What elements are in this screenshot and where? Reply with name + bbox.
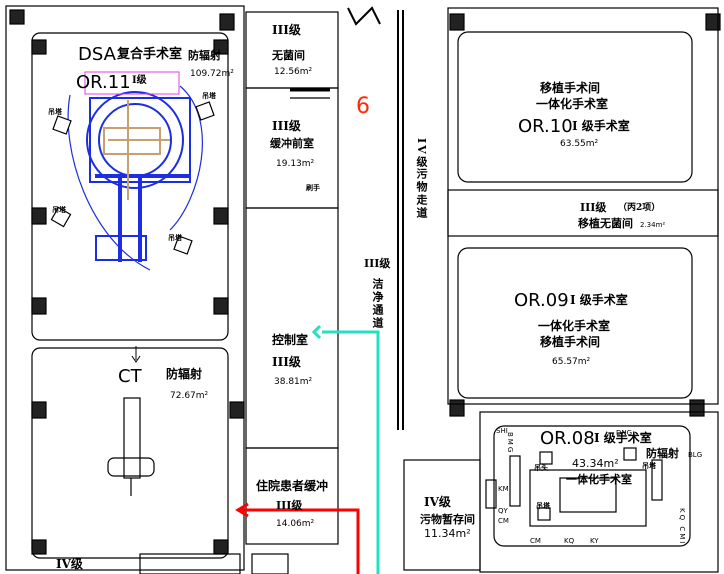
hoist-label: 吊塔	[642, 461, 656, 470]
transplant-grade: III级	[580, 201, 607, 214]
dsa-name: DSA	[78, 44, 116, 65]
buffer-grade: III级	[272, 119, 301, 133]
ct-shield: 防辐射	[166, 367, 203, 381]
clean-corridor-name: 洁净通道	[371, 278, 384, 330]
or08-code: OR.08	[540, 428, 595, 449]
clean-flow-arrow	[322, 330, 380, 574]
hoist-label: 吊塔	[168, 233, 182, 242]
dsa-equipment	[67, 85, 203, 271]
buffer-area: 19.13m²	[276, 159, 315, 169]
sterile-name: 无菌间	[272, 49, 305, 62]
or08-room-wall	[493, 425, 691, 547]
or08-grade: I 级手术室	[594, 431, 652, 445]
or10-code: OR.10	[518, 116, 573, 137]
equip-code: DNG	[616, 429, 633, 437]
buffer-name: 缓冲前室	[270, 137, 314, 150]
patient-buffer-grade: III级	[276, 499, 303, 512]
sterile-area: 12.56m²	[274, 67, 313, 77]
ct-area: 72.67m²	[170, 391, 209, 401]
or09-name: 一体化手术室	[538, 319, 611, 333]
equip-code: KQ	[564, 537, 575, 545]
clean-corridor-grade: III级	[364, 257, 391, 270]
waste-name: 污物暂存间	[420, 513, 475, 526]
or10-room-wall	[457, 31, 693, 183]
column	[31, 401, 47, 419]
equip-code: KY	[590, 537, 599, 545]
sterile-grade: III级	[272, 23, 301, 37]
dsa-room-wall	[31, 32, 229, 341]
zone-number: 6	[356, 94, 370, 119]
buffer-note: 刷手	[306, 183, 320, 192]
control-name: 控制室	[272, 333, 309, 347]
bottom-grade: IV级	[56, 557, 83, 571]
patient-buffer-wall	[245, 447, 339, 545]
dirty-corridor-grade: IV级	[415, 138, 428, 169]
control-room-wall	[245, 207, 339, 449]
column	[449, 13, 465, 31]
patient-flow-arrow	[240, 508, 360, 574]
hoist-label: 吊塔	[52, 205, 66, 214]
equip-code: CM	[498, 517, 509, 525]
dsa-grade: I级	[132, 75, 147, 86]
column	[449, 399, 465, 417]
equip-code: BMG	[506, 432, 514, 455]
patient-buffer-area: 14.06m²	[276, 519, 315, 529]
hoist-label: 吊塔	[48, 107, 62, 116]
column	[229, 401, 245, 419]
or09-room-wall	[457, 247, 693, 399]
transplant-note: （丙2项）	[618, 203, 661, 213]
ct-name: CT	[118, 366, 142, 387]
transplant-sterile-wall	[447, 189, 719, 237]
or08-area: 43.34m²	[572, 457, 619, 470]
control-area: 38.81m²	[274, 377, 313, 387]
hoist-label: 吊塔	[202, 91, 216, 100]
control-grade: III级	[272, 355, 301, 369]
dsa-code: OR.11	[76, 72, 131, 93]
or09-grade: I 级手术室	[570, 293, 628, 307]
hoist-label: 吊塔	[536, 501, 550, 510]
or10-name2: 一体化手术室	[536, 97, 609, 111]
ct-room-wall	[31, 347, 229, 559]
equip-code: QY	[498, 507, 508, 515]
column	[689, 399, 705, 417]
waste-room-wall	[403, 459, 481, 571]
equip-code: CM	[530, 537, 541, 545]
patient-buffer-name: 住院患者缓冲	[256, 479, 329, 493]
equip-code: SHI	[496, 427, 508, 435]
or09-name2: 移植手术间	[540, 335, 601, 349]
hoist-label: 吊头	[534, 463, 548, 472]
waste-area: 11.34m²	[424, 527, 471, 540]
column	[705, 13, 721, 31]
dsa-type: 复合手术室	[117, 47, 183, 62]
or08-shield: 防辐射	[646, 447, 679, 460]
or09-area: 65.57m²	[552, 357, 591, 367]
dsa-area: 109.72m²	[190, 69, 234, 79]
or10-grade: I 级手术室	[572, 119, 630, 133]
dsa-shield: 防辐射	[188, 49, 221, 62]
waste-grade: IV级	[424, 495, 451, 509]
transplant-area: 2.34m²	[640, 221, 666, 229]
left-block-outline	[5, 5, 245, 571]
equip-code: BLG	[688, 451, 703, 459]
or09-code: OR.09	[514, 290, 569, 311]
column	[219, 13, 235, 31]
or10-area: 63.55m²	[560, 139, 599, 149]
equip-code: KM	[498, 485, 509, 493]
ct-equipment	[107, 397, 155, 496]
transplant-name: 移植无菌间	[578, 217, 633, 230]
or10-name: 移植手术间	[540, 81, 601, 95]
or08-name: 一体化手术室	[566, 473, 632, 486]
equip-code: KQ CMI	[678, 508, 686, 546]
column	[9, 9, 25, 25]
dirty-corridor-name: 污物走道	[415, 168, 428, 220]
